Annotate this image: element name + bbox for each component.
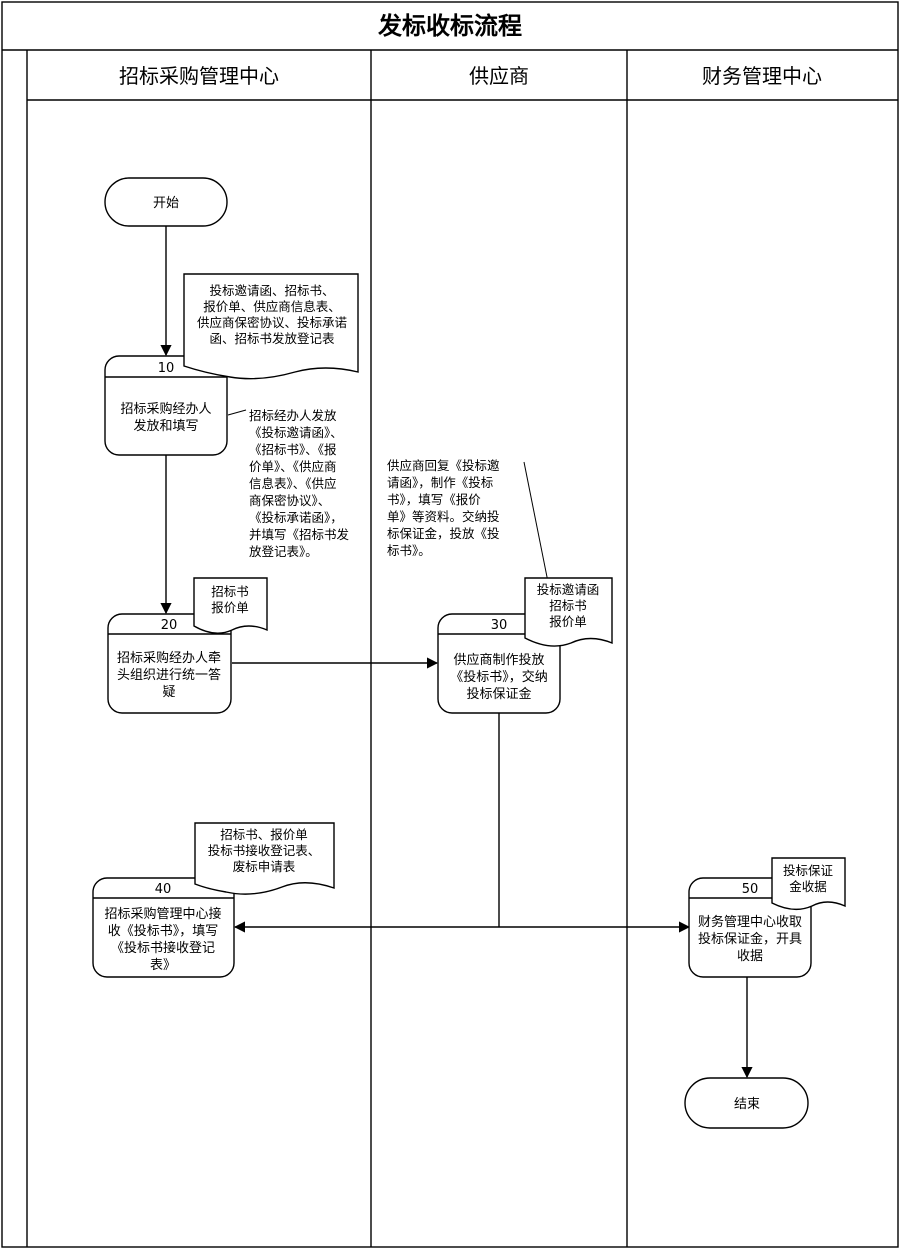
step-30-documents xyxy=(524,577,613,647)
note-30-line-5: 标保证金，投放《投 xyxy=(387,526,500,541)
doc-10-line-4: 函、招标书发放登记表 xyxy=(209,331,335,346)
note-30-line-1: 供应商回复《投标邀 xyxy=(387,458,500,473)
doc-50-line-1: 投标保证 xyxy=(783,863,834,878)
step-20-documents xyxy=(193,577,268,634)
step-40-line-4: 表》 xyxy=(150,958,176,973)
doc-10-line-2: 报价单、供应商信息表、 xyxy=(203,299,341,314)
step-30-line-3: 投标保证金 xyxy=(466,686,531,702)
step-50-line-3: 收据 xyxy=(737,949,763,964)
doc-40-line-3: 废标申请表 xyxy=(233,859,296,874)
step-50-line-2: 投标保证金，开具 xyxy=(698,931,802,947)
step-10-line-1: 招标采购经办人 xyxy=(120,401,211,417)
end-label: 结束 xyxy=(734,1097,760,1112)
lane-header-procurement: 招标采购管理中心 xyxy=(119,64,279,88)
note-30-line-4: 单》等资料。交纳投 xyxy=(387,509,500,524)
doc-20-line-1: 招标书 xyxy=(211,584,249,599)
note-10-line-6: 商保密协议》、 xyxy=(249,493,330,508)
step-10-number: 10 xyxy=(158,361,175,376)
step-10-line-2: 发放和填写 xyxy=(133,418,198,434)
doc-10-line-1: 投标邀请函、招标书、 xyxy=(209,283,334,298)
step-20-number: 20 xyxy=(161,618,178,633)
doc-30-line-2: 招标书 xyxy=(549,598,587,613)
step-40-line-2: 收《投标书》，填写 xyxy=(108,923,219,939)
doc-40-line-1: 招标书、报价单 xyxy=(220,827,308,842)
step-10-documents xyxy=(183,273,359,380)
doc-30-line-1: 投标邀请函 xyxy=(537,582,600,597)
note-10-line-1: 招标经办人发放 xyxy=(249,408,337,423)
step-40-documents xyxy=(194,822,335,895)
step-50-number: 50 xyxy=(742,882,759,897)
step-50-line-1: 财务管理中心收取 xyxy=(698,914,802,930)
note-10-line-8: 并填写《招标书发 xyxy=(249,527,350,542)
doc-40-line-2: 投标书接收登记表、 xyxy=(208,843,321,858)
note-10-line-3: 《招标书》、《报 xyxy=(249,442,337,457)
end-terminator xyxy=(684,1077,809,1129)
lane-header-finance: 财务管理中心 xyxy=(702,64,822,88)
step-20-line-3: 疑 xyxy=(162,684,175,700)
doc-20-line-2: 报价单 xyxy=(211,600,249,615)
step-40-box xyxy=(92,877,235,978)
step-20-line-1: 招标采购经办人牵 xyxy=(117,650,221,666)
step-30-number: 30 xyxy=(491,618,508,633)
note-10-line-9: 放登记表》。 xyxy=(249,544,318,559)
note-10-line-7: 《投标承诺函》， xyxy=(249,510,343,525)
note-30-line-3: 书》，填写《报价 xyxy=(387,492,481,507)
step-10-box xyxy=(104,355,228,456)
step-20-line-2: 头组织进行统一答 xyxy=(117,667,221,683)
doc-50-line-2: 金收据 xyxy=(789,879,827,894)
page-title: 发标收标流程 xyxy=(377,12,522,40)
lane-header-supplier: 供应商 xyxy=(469,64,529,88)
step-30-line-2: 《投标书》，交纳 xyxy=(450,669,548,685)
note-10-line-5: 信息表》、《供应 xyxy=(249,476,337,491)
note-10-line-4: 价单》、《供应商 xyxy=(249,459,337,474)
start-label: 开始 xyxy=(153,196,179,211)
step-40-line-3: 《投标书接收登记 xyxy=(111,940,215,956)
note-30-line-6: 标书》。 xyxy=(387,543,431,558)
doc-10-line-3: 供应商保密协议、投标承诺 xyxy=(197,315,347,330)
note-30-line-2: 请函》，制作《投标 xyxy=(387,475,493,490)
step-30-line-1: 供应商制作投放 xyxy=(453,652,544,668)
step-40-line-1: 招标采购管理中心接 xyxy=(104,906,221,922)
start-terminator xyxy=(104,177,228,227)
doc-30-line-3: 报价单 xyxy=(549,614,587,629)
step-20-box xyxy=(107,613,232,714)
step-50-documents xyxy=(771,857,846,911)
note-10-line-2: 《投标邀请函》、 xyxy=(249,425,343,440)
note-10-leader xyxy=(227,409,247,416)
step-40-number: 40 xyxy=(155,882,172,897)
